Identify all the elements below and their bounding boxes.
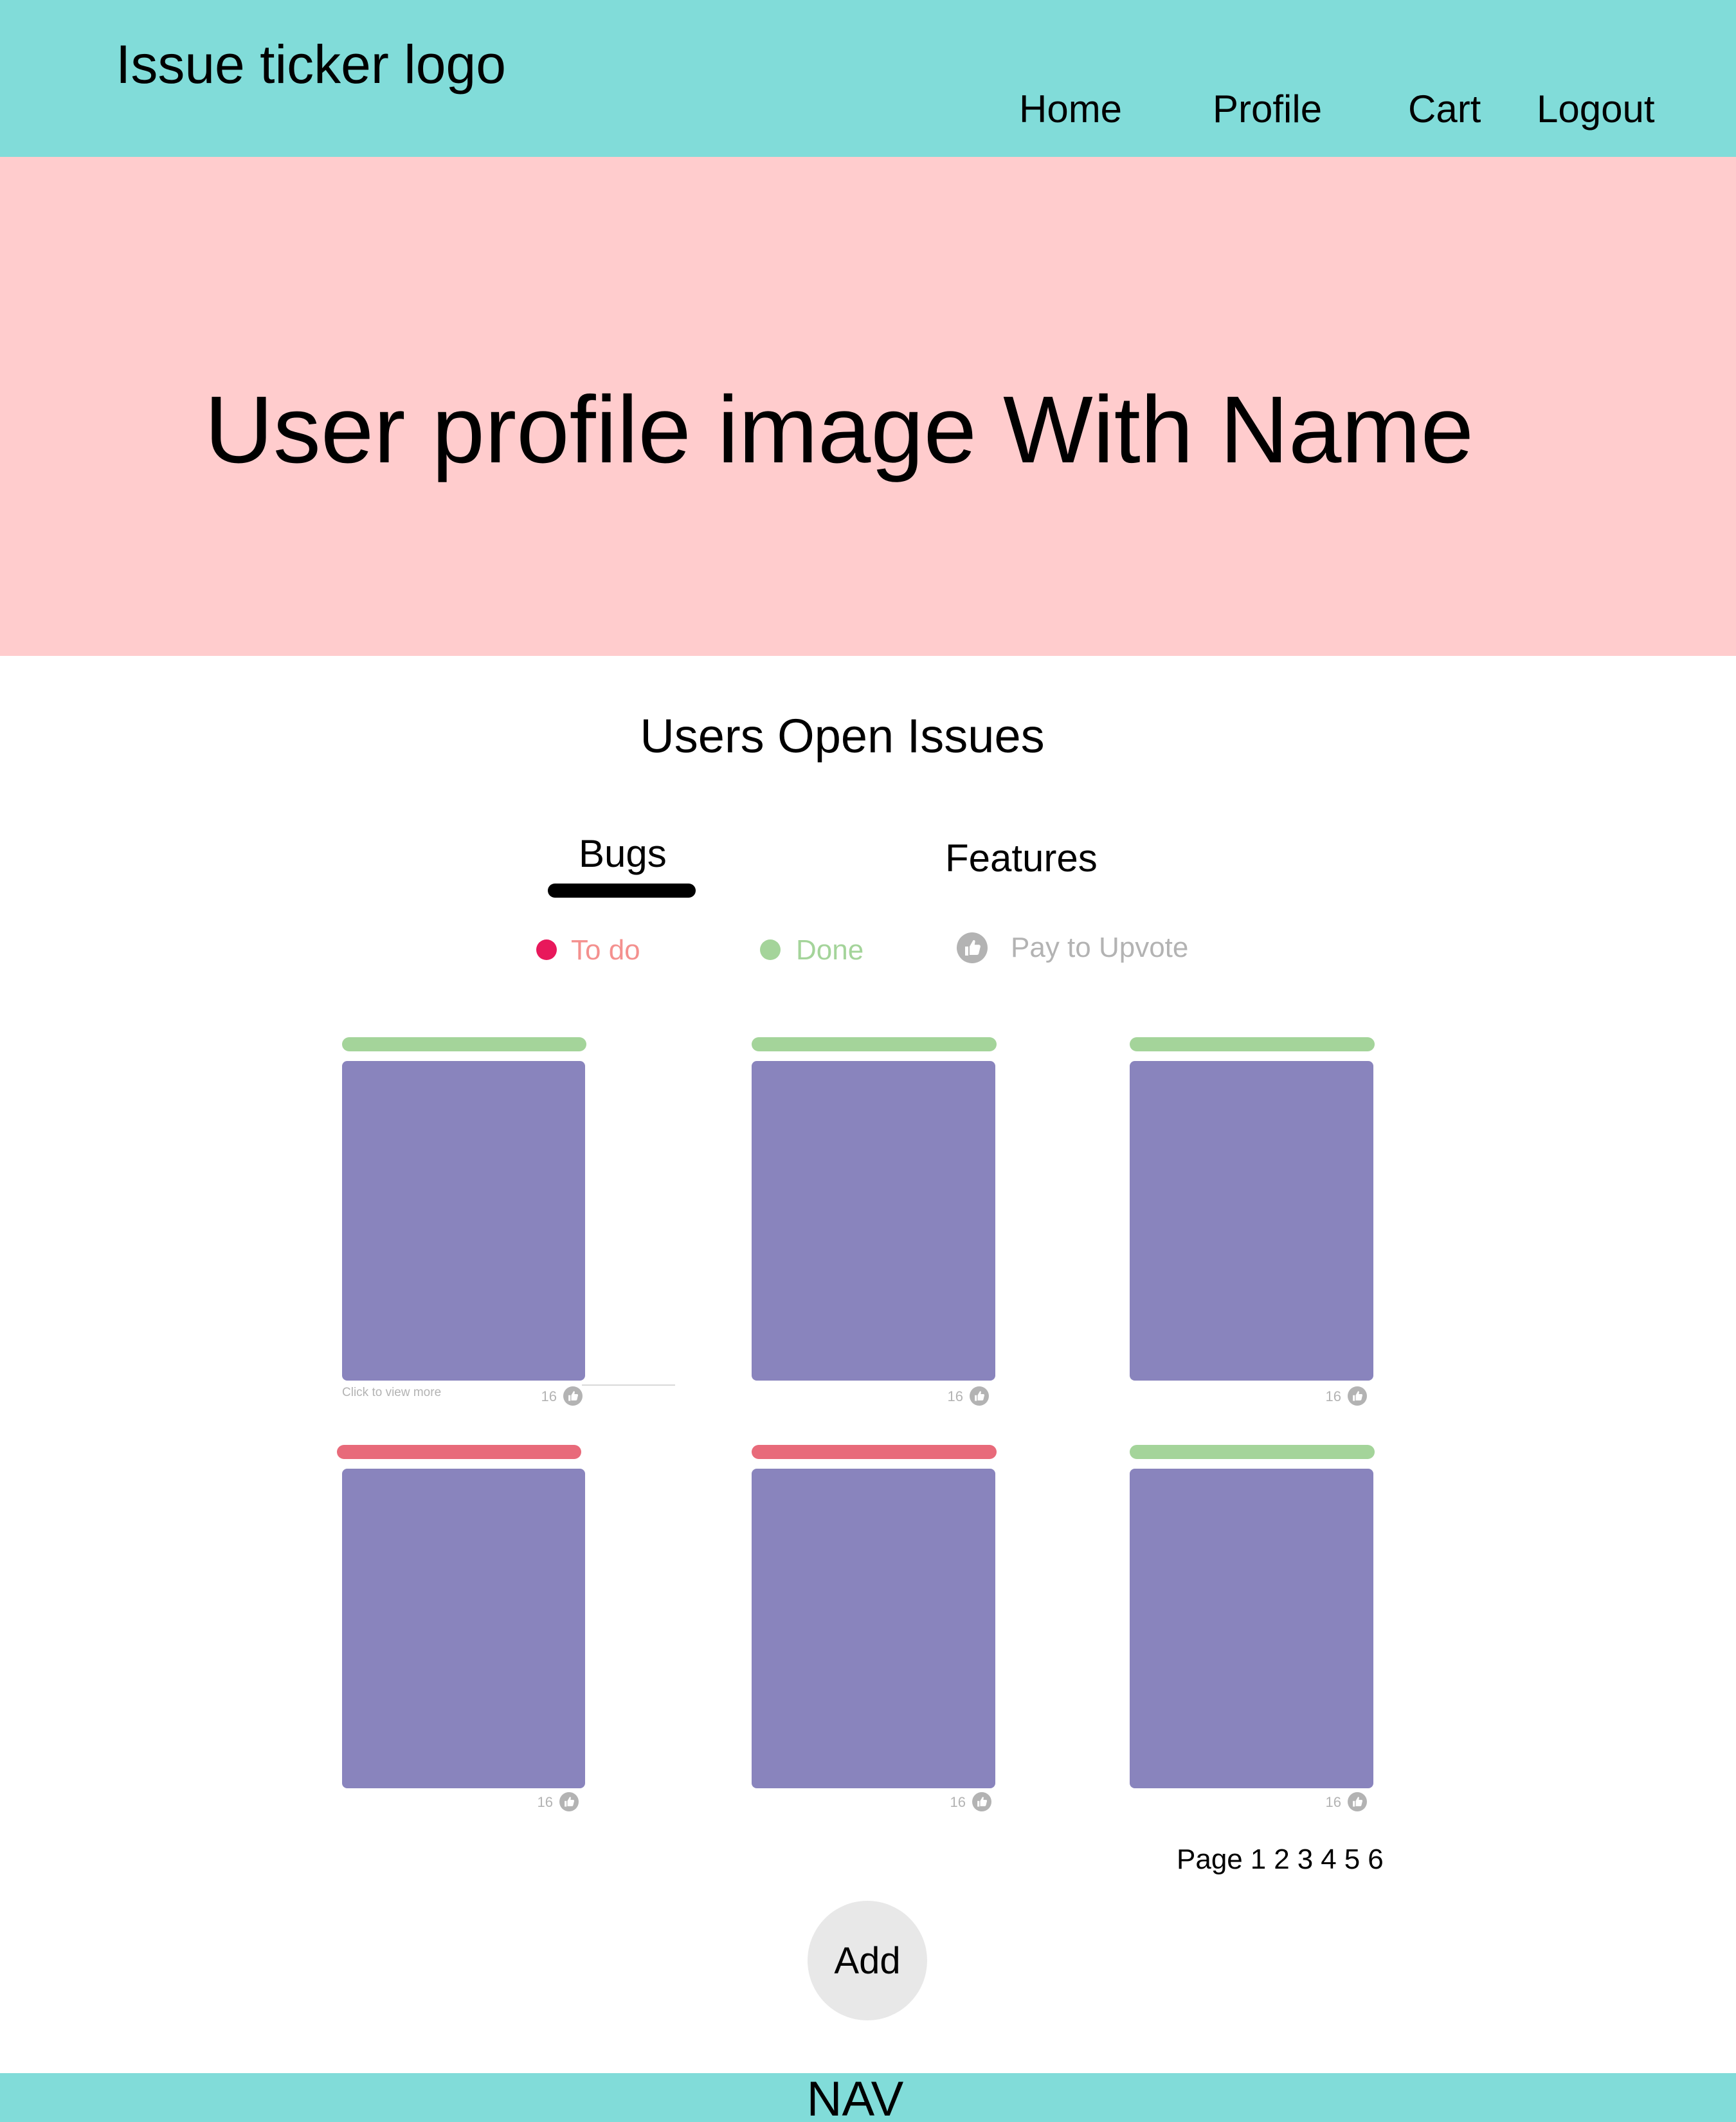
- thumbs-up-icon: [957, 932, 988, 963]
- thumbs-up-icon[interactable]: [563, 1386, 583, 1406]
- profile-hero: User profile image With Name: [0, 157, 1736, 656]
- nav-cart-link[interactable]: Cart: [1408, 87, 1481, 131]
- issue-card[interactable]: [752, 1469, 995, 1788]
- vote-count: 16: [541, 1388, 557, 1404]
- tab-bugs[interactable]: Bugs: [579, 832, 667, 875]
- vote-count: 16: [537, 1794, 553, 1810]
- nav-logout-link[interactable]: Logout: [1537, 87, 1655, 131]
- pagination-label: Page: [1177, 1844, 1243, 1875]
- todo-legend-label: To do: [571, 934, 640, 966]
- thumbs-up-icon[interactable]: [1348, 1386, 1367, 1406]
- page-link-2[interactable]: 2: [1274, 1844, 1290, 1875]
- card-status-bar: [337, 1445, 581, 1459]
- issue-card[interactable]: [752, 1061, 995, 1381]
- logo[interactable]: Issue ticker logo: [116, 34, 506, 95]
- vote-count: 16: [947, 1388, 963, 1404]
- vote-count: 16: [950, 1794, 966, 1810]
- issue-card[interactable]: [342, 1469, 585, 1788]
- page-link-5[interactable]: 5: [1344, 1844, 1361, 1875]
- bottom-nav: NAV: [0, 2073, 1736, 2122]
- done-legend-dot: [760, 939, 781, 960]
- nav-profile-link[interactable]: Profile: [1213, 87, 1323, 131]
- top-header: [0, 0, 1736, 157]
- page-link-3[interactable]: 3: [1297, 1844, 1314, 1875]
- bottom-nav-label: NAV: [806, 2073, 904, 2122]
- issue-card[interactable]: [342, 1061, 585, 1381]
- active-tab-indicator: [548, 884, 696, 898]
- add-issue-button[interactable]: Add: [808, 1901, 927, 2020]
- page-link-4[interactable]: 4: [1321, 1844, 1337, 1875]
- page-link-1[interactable]: 1: [1250, 1844, 1267, 1875]
- issue-card[interactable]: [1130, 1061, 1373, 1381]
- card-status-bar: [342, 1037, 586, 1051]
- thumbs-up-icon[interactable]: [970, 1386, 989, 1406]
- section-title: Users Open Issues: [640, 709, 1045, 763]
- card-status-bar: [752, 1445, 997, 1459]
- vote-count: 16: [1325, 1794, 1341, 1810]
- vote-count: 16: [1325, 1388, 1341, 1404]
- nav-home-link[interactable]: Home: [1019, 87, 1123, 131]
- thumbs-up-icon[interactable]: [559, 1792, 579, 1811]
- card-status-bar: [1130, 1445, 1375, 1459]
- tab-features[interactable]: Features: [945, 837, 1098, 880]
- upvote-legend-label: Pay to Upvote: [1011, 932, 1189, 963]
- todo-legend-dot: [536, 939, 557, 960]
- click-to-view-more-link[interactable]: Click to view more: [342, 1386, 442, 1399]
- card-status-bar: [752, 1037, 997, 1051]
- card-divider: [582, 1384, 675, 1386]
- card-status-bar: [1130, 1037, 1375, 1051]
- thumbs-up-icon[interactable]: [1348, 1792, 1367, 1811]
- profile-image-with-name: User profile image With Name: [204, 377, 1474, 483]
- issue-card[interactable]: [1130, 1469, 1373, 1788]
- done-legend-label: Done: [796, 934, 864, 966]
- add-button-label: Add: [834, 1939, 901, 1982]
- thumbs-up-icon[interactable]: [972, 1792, 991, 1811]
- page-link-6[interactable]: 6: [1368, 1844, 1384, 1875]
